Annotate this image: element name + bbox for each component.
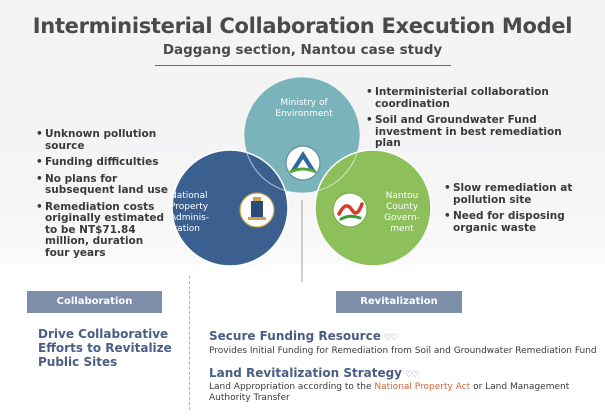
- national-property-logo-icon: [239, 192, 275, 228]
- county-logo-icon: [332, 192, 368, 228]
- chevron-down-icon: ♡♡: [405, 370, 419, 380]
- issue-item: Interministerial collaboration coordinat…: [366, 86, 581, 110]
- strategy-title-funding: Secure Funding Resource♡♡: [209, 329, 398, 343]
- revitalization-planning-tag: Revitalization planning: [336, 291, 462, 329]
- national-property-issues: Unknown pollution source Funding difficu…: [36, 128, 171, 264]
- strategy-title-land: Land Revitalization Strategy♡♡: [209, 366, 419, 380]
- issue-item: Need for disposing organic waste: [444, 210, 584, 234]
- agency-label-county: Nantou County Govern- ment: [384, 191, 420, 234]
- issue-item: Remediation costs originally estimated t…: [36, 201, 171, 260]
- collaboration-text: Drive Collaborative Efforts to Revitaliz…: [38, 327, 172, 369]
- issue-item: Funding difficulties: [36, 156, 171, 169]
- page-title: Interministerial Collaboration Execution…: [32, 14, 573, 38]
- county-issues: Slow remediation at pollution site Need …: [444, 182, 584, 239]
- circle-county: [314, 149, 432, 267]
- environment-issues: Interministerial collaboration coordinat…: [366, 86, 581, 155]
- agency-label-environment: Ministry of Environment: [275, 98, 333, 119]
- chevron-down-icon: ♡♡: [383, 333, 398, 343]
- issue-item: Soil and Groundwater Fund investment in …: [366, 114, 581, 150]
- page-subtitle: Daggang section, Nantou case study: [162, 42, 443, 58]
- agency-label-national-property: National Property Adminis- tration: [170, 191, 210, 234]
- collaboration-facilitation-tag: Collaboration Facilitation: [27, 291, 162, 329]
- circle-national-property: [171, 149, 289, 267]
- issue-item: No plans for subsequent land use: [36, 173, 171, 197]
- environment-logo-icon: [285, 145, 321, 181]
- strategy-desc-funding: Provides Initial Funding for Remediation…: [209, 346, 597, 356]
- section-divider: [189, 276, 190, 410]
- issue-item: Unknown pollution source: [36, 128, 171, 152]
- circle-environment: [244, 77, 360, 193]
- title-divider: [155, 65, 451, 66]
- strategy-desc-land: Land Appropriation according to the Nati…: [209, 382, 570, 403]
- issue-item: Slow remediation at pollution site: [444, 182, 584, 206]
- highlight-law-name: National Property Act: [374, 382, 471, 392]
